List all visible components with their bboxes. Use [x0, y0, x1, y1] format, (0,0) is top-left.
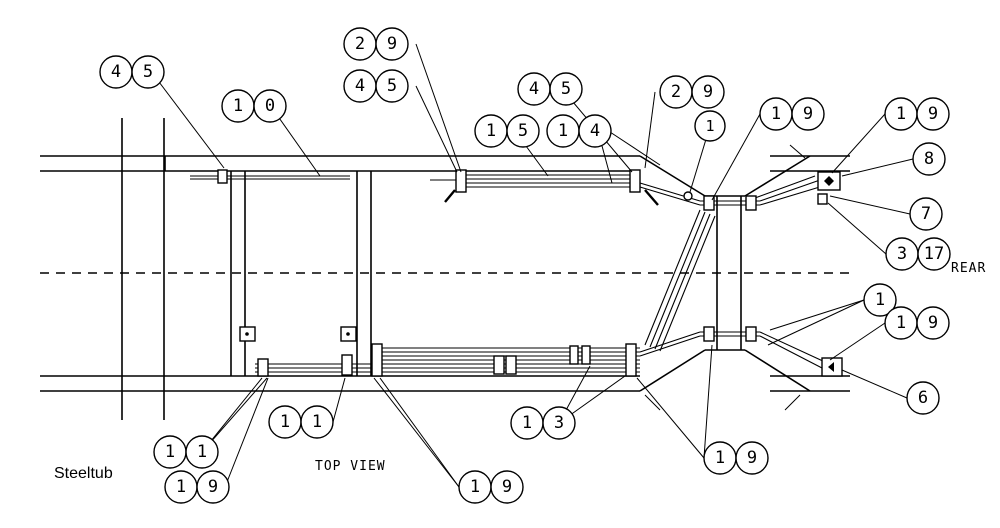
svg-text:1: 1 — [705, 117, 714, 135]
svg-text:1: 1 — [715, 448, 725, 468]
rear-crossmember — [716, 196, 742, 350]
callout-11-left: 1 1 — [153, 435, 219, 469]
svg-text:9: 9 — [502, 477, 512, 497]
view-label: TOP VIEW — [315, 459, 386, 474]
lower-frame-rail — [40, 375, 850, 392]
svg-text:8: 8 — [924, 149, 934, 169]
svg-text:9: 9 — [928, 313, 938, 333]
crossmember-1 — [230, 171, 246, 376]
callout-8: 8 — [912, 142, 946, 176]
svg-text:1: 1 — [771, 104, 781, 124]
upper-brake-line — [190, 169, 460, 184]
svg-text:1: 1 — [176, 477, 186, 497]
crossmember-2 — [356, 171, 372, 376]
svg-text:6: 6 — [918, 388, 928, 408]
svg-text:4: 4 — [529, 79, 539, 99]
callout-7: 7 — [909, 197, 943, 231]
callout-45-right: 4 5 — [517, 72, 583, 106]
svg-text:3: 3 — [554, 413, 564, 433]
svg-text:1: 1 — [233, 96, 243, 116]
callout-29-upper-left: 2 9 — [343, 27, 409, 61]
callout-12: 1 2 — [863, 283, 897, 317]
svg-text:5: 5 — [143, 62, 153, 82]
callout-19-bottom-mid: 1 9 — [458, 470, 524, 504]
svg-text:5: 5 — [387, 76, 397, 96]
callout-10: 1 0 — [221, 89, 287, 123]
svg-text:9: 9 — [928, 104, 938, 124]
callout-19-right-lower: 1 9 — [884, 306, 950, 340]
svg-text:1: 1 — [896, 104, 906, 124]
svg-text:9: 9 — [747, 448, 757, 468]
svg-text:1: 1 — [312, 412, 322, 432]
svg-text:0: 0 — [265, 96, 275, 116]
callout-3-17: 3 17 — [885, 237, 951, 271]
callout-19-bottom-right: 1 9 — [703, 441, 769, 475]
rear-label: REAR — [951, 261, 986, 276]
svg-text:3: 3 — [897, 244, 907, 264]
callout-19-bottom-left: 1 9 — [164, 470, 230, 504]
bracket-mid — [340, 326, 357, 342]
svg-text:9: 9 — [703, 82, 713, 102]
callout-19-top-right: 1 9 — [884, 97, 950, 131]
svg-text:9: 9 — [803, 104, 813, 124]
svg-text:9: 9 — [208, 477, 218, 497]
lower-tube-bundle — [255, 343, 640, 377]
upper-rear-routing — [639, 171, 841, 211]
crossover-tubes — [644, 209, 716, 352]
callout-29-upper-right: 2 9 — [659, 75, 725, 109]
callout-45-left: 4 5 — [99, 55, 165, 89]
svg-text:1: 1 — [486, 121, 496, 141]
svg-text:4: 4 — [355, 76, 365, 96]
callout-11-mid: 1 1 — [268, 405, 334, 439]
lower-rear-routing — [639, 326, 843, 377]
svg-text:1: 1 — [875, 290, 885, 310]
front-crossmember-left — [121, 118, 165, 420]
svg-text:17: 17 — [924, 244, 944, 264]
rear-junction-block — [817, 171, 841, 191]
callout-14: 1 4 — [546, 114, 612, 148]
svg-text:2: 2 — [671, 82, 681, 102]
callout-45-mid: 4 5 — [343, 69, 409, 103]
svg-text:1: 1 — [280, 412, 290, 432]
svg-text:1: 1 — [470, 477, 480, 497]
svg-text:7: 7 — [921, 204, 931, 224]
svg-text:2: 2 — [355, 34, 365, 54]
callout-19-top-mid: 1 9 — [759, 97, 825, 131]
svg-text:1: 1 — [522, 413, 532, 433]
svg-text:5: 5 — [518, 121, 528, 141]
lower-kickup — [639, 349, 811, 411]
svg-text:1: 1 — [558, 121, 568, 141]
svg-text:4: 4 — [590, 121, 600, 141]
svg-text:4: 4 — [111, 62, 121, 82]
callout-13: 1 3 — [510, 406, 576, 440]
brand-label: Steeltub — [54, 465, 113, 482]
svg-text:9: 9 — [387, 34, 397, 54]
callout-6: 6 — [906, 381, 940, 415]
svg-text:1: 1 — [896, 313, 906, 333]
callout-15: 1 5 — [474, 114, 540, 148]
svg-text:1: 1 — [165, 442, 175, 462]
callout-16: 1 6 — [694, 110, 726, 142]
svg-text:5: 5 — [561, 79, 571, 99]
lower-rear-junction-block — [821, 357, 843, 377]
bracket-left — [239, 326, 256, 342]
upper-frame-rail — [40, 155, 850, 172]
upper-tube-bundle — [444, 169, 659, 206]
svg-text:1: 1 — [197, 442, 207, 462]
